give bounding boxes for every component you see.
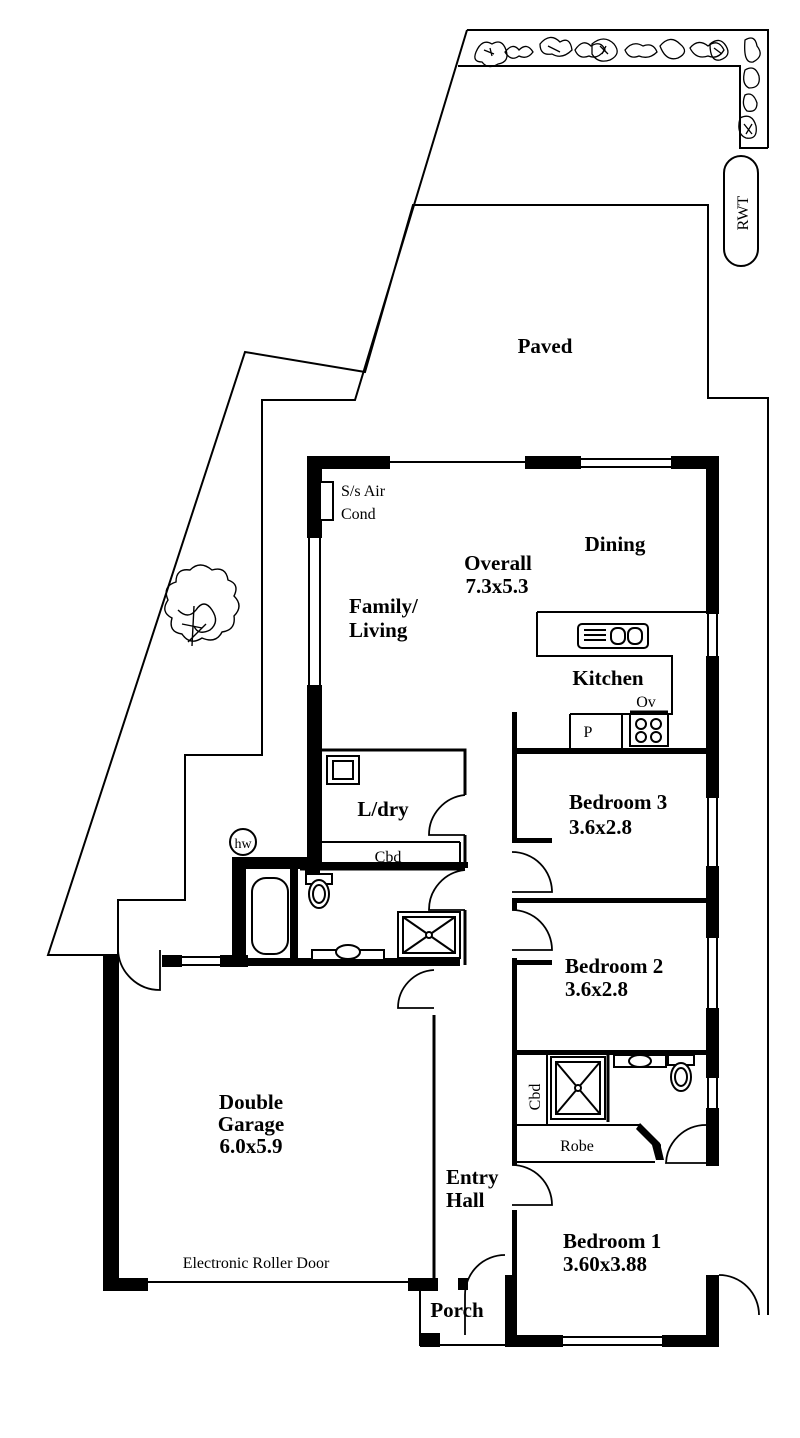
bedroom1-dimensions: 3.60x3.88: [563, 1252, 647, 1276]
hall-label: Hall: [446, 1188, 485, 1212]
air-conditioner-icon: [319, 481, 334, 521]
cooktop-icon: [629, 710, 669, 747]
rainwater-tank: RWT: [723, 155, 759, 267]
tree-icon: [164, 564, 240, 647]
bedroom1-label: Bedroom 1: [563, 1229, 661, 1253]
overall-dimensions: 7.3x5.3: [466, 574, 529, 598]
garage-dimensions: 6.0x5.9: [220, 1134, 283, 1158]
living-label: Living: [349, 618, 408, 642]
ensuite-toilet-icon: [667, 1054, 695, 1092]
ensuite-cupboard-label: Cbd: [527, 1084, 544, 1111]
exterior-walls: [103, 456, 719, 1347]
paved-label: Paved: [518, 334, 573, 358]
robe-label: Robe: [560, 1138, 594, 1155]
bedroom3-label: Bedroom 3: [569, 790, 667, 814]
pantry-label: P: [584, 724, 593, 741]
air-con-label-line1: S/s Air: [341, 483, 386, 500]
toilet-icon: [305, 873, 333, 909]
vanity-icon: [311, 944, 385, 961]
overall-label: Overall: [464, 551, 532, 575]
shower-icon: [397, 911, 461, 959]
garden-shrubs: [474, 36, 761, 139]
site-boundary: [46, 29, 769, 1315]
interior-walls: [229, 611, 719, 1280]
doors: [117, 794, 760, 1335]
laundry-cupboard-label: Cbd: [375, 849, 402, 866]
rwt-label: RWT: [735, 195, 752, 230]
entry-label: Entry: [446, 1165, 499, 1189]
bathtub-icon: [251, 877, 289, 955]
garage-label-line2: Garage: [218, 1112, 284, 1136]
bedroom2-label: Bedroom 2: [565, 954, 663, 978]
garage-label-line1: Double: [219, 1090, 283, 1114]
family-label: Family/: [349, 594, 419, 618]
dining-label: Dining: [585, 532, 646, 556]
ensuite-vanity-icon: [613, 1054, 667, 1068]
bedroom3-dimensions: 3.6x2.8: [569, 815, 632, 839]
ensuite-shower-icon: [550, 1056, 606, 1120]
kitchen-label: Kitchen: [572, 666, 643, 690]
laundry-tub-icon: [326, 755, 360, 785]
oven-label: Ov: [636, 694, 656, 711]
hot-water-label: hw: [234, 837, 252, 852]
roller-door-label: Electronic Roller Door: [183, 1255, 330, 1272]
laundry-label: L/dry: [357, 797, 409, 821]
air-con-label-line2: Cond: [341, 506, 376, 523]
bedroom2-dimensions: 3.6x2.8: [565, 977, 628, 1001]
porch-label: Porch: [430, 1298, 484, 1322]
sink-icon: [577, 623, 649, 649]
